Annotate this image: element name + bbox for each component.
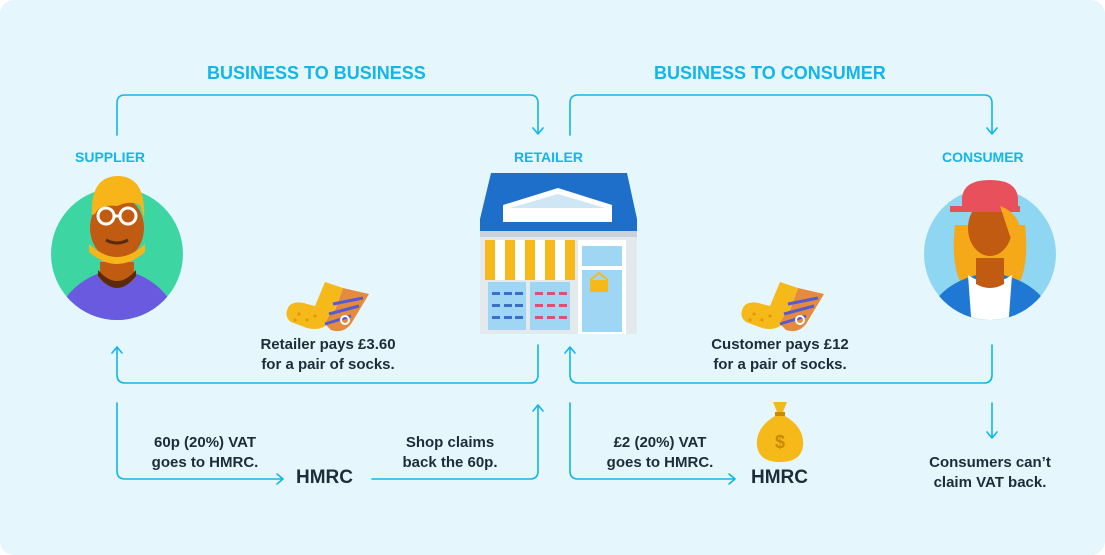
retailer-to-supplier-arrow bbox=[116, 344, 539, 384]
label-retailer: RETAILER bbox=[514, 149, 583, 165]
svg-text:$: $ bbox=[775, 432, 785, 452]
note-shop-claims-line2: back the 60p. bbox=[402, 454, 498, 471]
note-shop-claims-line1: Shop claims bbox=[405, 434, 495, 451]
consumer-avatar-icon bbox=[924, 180, 1056, 320]
note-customer-pays-line2: for a pair of socks. bbox=[713, 356, 847, 373]
note-retailer-pays: Retailer pays £3.60 for a pair of socks. bbox=[238, 335, 418, 375]
heading-business-to-business: BUSINESS TO BUSINESS bbox=[207, 63, 426, 83]
hmrc-refund-to-shop-arrow bbox=[371, 405, 539, 480]
b2c-top-arrow bbox=[569, 94, 993, 136]
note-retailer-pays-line1: Retailer pays £3.60 bbox=[260, 336, 396, 353]
label-consumer: CONSUMER bbox=[942, 149, 1024, 165]
note-vat-right-line2: goes to HMRC. bbox=[606, 454, 714, 471]
note-customer-pays: Customer pays £12 for a pair of socks. bbox=[690, 335, 870, 375]
heading-business-to-consumer: BUSINESS TO CONSUMER bbox=[654, 63, 886, 83]
b2b-top-arrow bbox=[116, 94, 539, 136]
hmrc-label-right: HMRC bbox=[751, 467, 808, 488]
note-consumer-line1: Consumers can’t bbox=[929, 454, 1051, 471]
retailer-shop-icon bbox=[480, 173, 637, 334]
money-bag-icon: $ bbox=[756, 402, 804, 462]
note-customer-pays-line1: Customer pays £12 bbox=[711, 336, 849, 353]
socks-icon bbox=[286, 282, 369, 332]
label-supplier: SUPPLIER bbox=[75, 149, 146, 165]
note-vat-right: £2 (20%) VAT goes to HMRC. bbox=[585, 433, 735, 473]
note-vat-left-line2: goes to HMRC. bbox=[151, 454, 259, 471]
note-vat-right-line1: £2 (20%) VAT bbox=[613, 434, 707, 451]
note-retailer-pays-line2: for a pair of socks. bbox=[261, 356, 395, 373]
note-shop-claims: Shop claims back the 60p. bbox=[380, 433, 520, 473]
supplier-avatar-icon bbox=[51, 175, 183, 320]
hmrc-label-left: HMRC bbox=[296, 467, 353, 488]
note-consumer-line2: claim VAT back. bbox=[933, 474, 1047, 491]
note-vat-left: 60p (20%) VAT goes to HMRC. bbox=[130, 433, 280, 473]
socks-icon bbox=[741, 282, 824, 332]
supplier-vat-to-hmrc-arrow bbox=[116, 402, 283, 480]
retailer-vat-to-hmrc-arrow bbox=[569, 402, 735, 480]
note-vat-left-line1: 60p (20%) VAT bbox=[154, 434, 256, 451]
note-consumer-no-claim: Consumers can’t claim VAT back. bbox=[915, 453, 1065, 493]
customer-to-retailer-arrow bbox=[569, 344, 993, 384]
